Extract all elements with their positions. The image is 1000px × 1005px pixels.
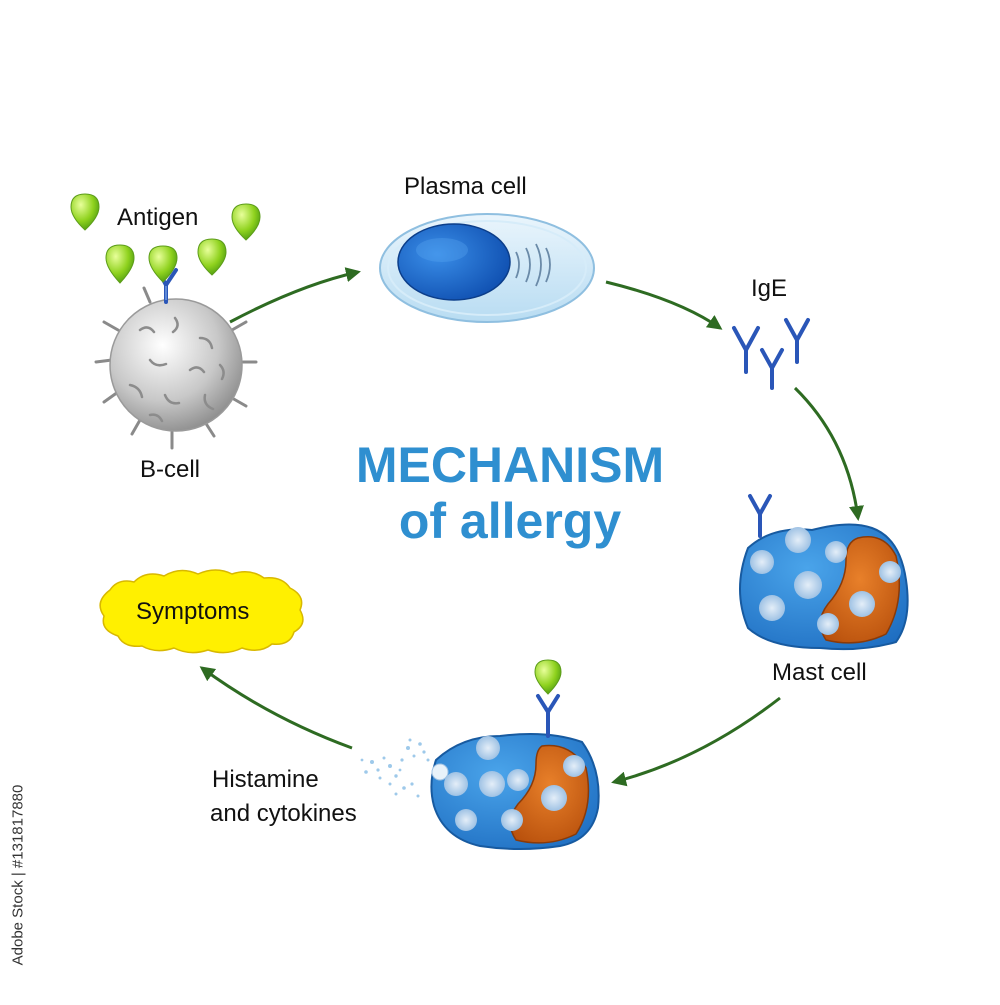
bound-antigen-icon xyxy=(148,245,178,283)
arrow-plasma-to-ige xyxy=(605,280,723,330)
ige-label: IgE xyxy=(751,275,788,302)
stock-id-watermark: Adobe Stock | #131817880 xyxy=(6,770,30,980)
antigen-icon xyxy=(231,203,261,241)
activated-antigen-icon xyxy=(534,659,562,695)
antigen-icon xyxy=(197,238,227,276)
mast-cell-label: Mast cell xyxy=(772,659,867,686)
mast-cell-icon xyxy=(739,523,909,651)
plasma-cell-icon xyxy=(379,213,595,323)
activated-mast-cell-icon xyxy=(430,733,600,850)
plasma-cell-label: Plasma cell xyxy=(404,173,527,200)
arrow-mast-to-activated xyxy=(611,696,781,787)
ige-antibody-icon xyxy=(784,318,810,364)
activated-antibody-icon xyxy=(536,694,560,738)
arrow-bcell-to-plasma xyxy=(229,267,361,324)
diagram-title-line2: of allergy xyxy=(398,493,622,549)
mast-cell-antibody-icon xyxy=(748,494,772,538)
stock-id-text: Adobe Stock | #131817880 xyxy=(9,784,27,966)
antigen-label: Antigen xyxy=(117,204,199,231)
b-cell-label: B-cell xyxy=(140,456,201,483)
histamine-release-icon xyxy=(360,738,430,798)
histamine-label-line1: Histamine xyxy=(212,766,319,793)
histamine-label-line2: and cytokines xyxy=(210,800,357,827)
symptoms-cloud-icon xyxy=(99,569,304,654)
symptoms-label: Symptoms xyxy=(136,598,250,625)
ige-antibody-icon xyxy=(732,326,760,374)
b-cell-icon xyxy=(94,286,258,450)
ige-antibody-icon xyxy=(760,348,784,390)
arrow-ige-to-mast xyxy=(793,386,864,521)
arrow-histamine-to-symptoms xyxy=(199,666,353,750)
diagram-title-line1: MECHANISM xyxy=(355,437,665,493)
antigen-icon xyxy=(105,244,135,284)
antigen-icon xyxy=(70,193,100,231)
